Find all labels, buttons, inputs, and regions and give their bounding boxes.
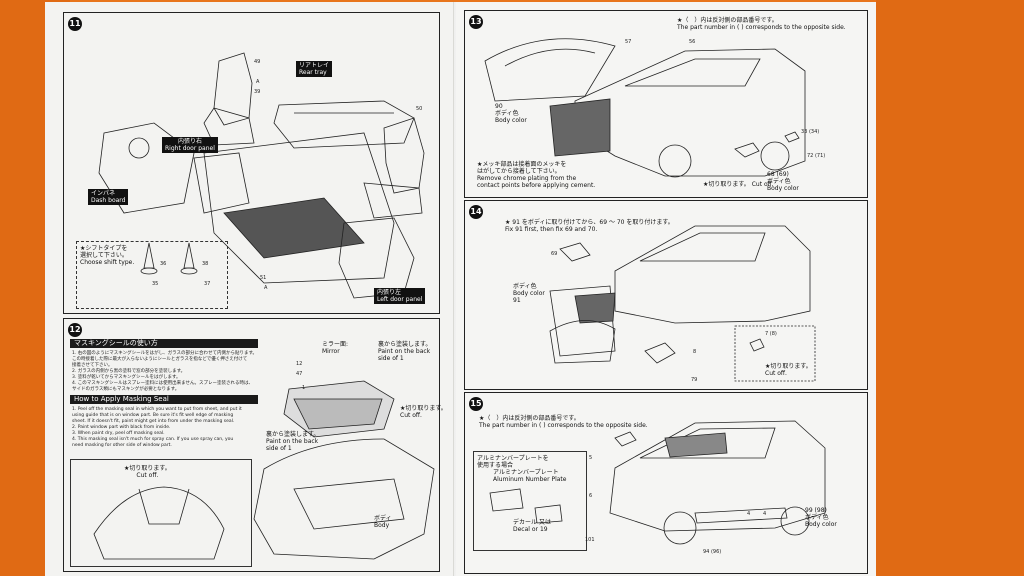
part-4-right: 4 bbox=[763, 511, 767, 517]
body-shell-illustration bbox=[93, 380, 435, 560]
rear-tray-label: リアトレイ Rear tray bbox=[296, 61, 333, 77]
part-57: 57 bbox=[625, 39, 632, 45]
step14-note: ★ 91 をボディに取り付けてから、69 ～ 70 を取り付けます。 Fix 9… bbox=[505, 219, 674, 233]
shift-type-box bbox=[76, 241, 228, 309]
part-94-96: 94 (96) bbox=[703, 549, 722, 555]
paint-back-label-1: 裏から塗装します。 Paint on the back side of 1 bbox=[378, 341, 432, 362]
seat-left-illustration bbox=[98, 52, 425, 299]
part-37: 37 bbox=[204, 281, 211, 287]
part-38: 38 bbox=[202, 261, 209, 267]
aluminum-plate-box bbox=[473, 451, 587, 551]
masking-seal-header-jp: マスキングシールの使い方 bbox=[70, 339, 258, 348]
cutoff-detail-label: ★切り取ります。 Cut off. bbox=[124, 465, 171, 479]
part-12: 12 bbox=[296, 361, 303, 367]
part-72: 72 (71) bbox=[807, 153, 826, 159]
masking-seal-instructions-en: 1. Peel off the masking seal in which yo… bbox=[72, 407, 242, 448]
step14-car-illustration bbox=[549, 225, 816, 382]
step-11-panel: 11 bbox=[63, 12, 440, 314]
right-page: 13 ★（ ）内は反対側の部品番号です。 The part number in … bbox=[456, 2, 876, 576]
cutoff-label-step12: ★切り取ります。 Cut off. bbox=[400, 405, 447, 419]
part-79: 79 bbox=[691, 377, 698, 383]
chrome-note: ★メッキ部品は接着面のメッキを はがしてから接着して下さい。 Remove ch… bbox=[477, 161, 596, 189]
step-14-badge: 14 bbox=[469, 205, 483, 219]
bumper-body-color-label: ボディ色 Body color 91 bbox=[513, 283, 545, 304]
part-A-1: A bbox=[256, 79, 260, 85]
step-11-badge: 11 bbox=[68, 17, 82, 31]
part-39: 39 bbox=[254, 89, 261, 95]
part-6: 6 bbox=[589, 493, 593, 499]
part-8: 8 bbox=[693, 349, 697, 355]
mirror-body-color-label: 68 (69) ボディ色 Body color bbox=[767, 171, 799, 192]
part-50: 50 bbox=[416, 106, 423, 112]
step-12-badge: 12 bbox=[68, 323, 82, 337]
step-14-panel: 14 ★ 91 をボディに取り付けてから、69 ～ 70 を取り付けます。 Fi… bbox=[464, 200, 868, 390]
cutoff-detail-box bbox=[70, 459, 252, 567]
masking-seal-header-en: How to Apply Masking Seal bbox=[70, 395, 258, 404]
part-51: 51 bbox=[260, 275, 267, 281]
paint-back-label-2: 裏から塗装します。 Paint on the back side of 1 bbox=[266, 431, 320, 452]
page-fold bbox=[453, 2, 457, 576]
step-13-panel: 13 ★（ ）内は反対側の部品番号です。 The part number in … bbox=[464, 10, 868, 198]
part-A-2: A bbox=[264, 285, 268, 291]
step15-car-illustration bbox=[489, 420, 826, 545]
step15-note: ★（ ）内は反対側の部品番号です。 The part number in ( )… bbox=[479, 415, 648, 429]
left-page: 11 bbox=[45, 2, 454, 576]
dash-board-label: インパネ Dash board bbox=[88, 189, 129, 205]
skirt-body-color-label: 99 (98) ボディ色 Body color bbox=[805, 507, 837, 528]
hood-body-color-label: 90 ボディ色 Body color bbox=[495, 103, 527, 124]
masking-seal-instructions-jp: 1. 右の図のようにマスキングシールをはがし、ガラスの部分に合わせて内側から貼り… bbox=[72, 351, 258, 392]
part-1: 1 bbox=[302, 385, 306, 391]
right-door-label: 内張り右 Right door panel bbox=[162, 137, 218, 153]
step13-note: ★（ ）内は反対側の部品番号です。 The part number in ( )… bbox=[677, 17, 846, 31]
part-33: 33 (34) bbox=[801, 129, 820, 135]
part-69: 69 bbox=[551, 251, 558, 257]
step-15-panel: 15 ★（ ）内は反対側の部品番号です。 The part number in … bbox=[464, 392, 868, 574]
background-right bbox=[876, 0, 1024, 576]
step13-car-illustration bbox=[484, 38, 806, 178]
part-49: 49 bbox=[254, 59, 261, 65]
step-13-badge: 13 bbox=[469, 15, 483, 29]
part-4-left: 4 bbox=[747, 511, 751, 517]
step-15-badge: 15 bbox=[469, 397, 483, 411]
body-label-step12: ボディ Body bbox=[374, 515, 392, 529]
mirror-label: ミラー面: Mirror bbox=[322, 341, 349, 355]
part-35: 35 bbox=[152, 281, 159, 287]
part-7-8: 7 (8) bbox=[765, 331, 777, 337]
left-door-label: 内張り左 Left door panel bbox=[374, 288, 426, 304]
part-56: 56 bbox=[689, 39, 696, 45]
shift-type-note: ★シフトタイプを 選択して下さい。 Choose shift type. bbox=[80, 245, 135, 266]
part-47: 47 bbox=[296, 371, 303, 377]
part-5: 5 bbox=[589, 455, 593, 461]
part-36: 36 bbox=[160, 261, 167, 267]
step-12-panel: 12 マスキングシールの使い方 1. 右の図のようにマスキングシールをはがし、ガ… bbox=[63, 318, 447, 572]
part-101: 101 bbox=[585, 537, 595, 543]
step14-cutoff-label: ★切り取ります。 Cut off. bbox=[765, 363, 812, 377]
step13-cutoff-label: ★切り取ります。 Cut off. bbox=[703, 181, 774, 188]
aluminum-plate-label: アルミナンバープレートを 使用する場合 アルミナンバープレート Aluminum… bbox=[477, 455, 567, 483]
